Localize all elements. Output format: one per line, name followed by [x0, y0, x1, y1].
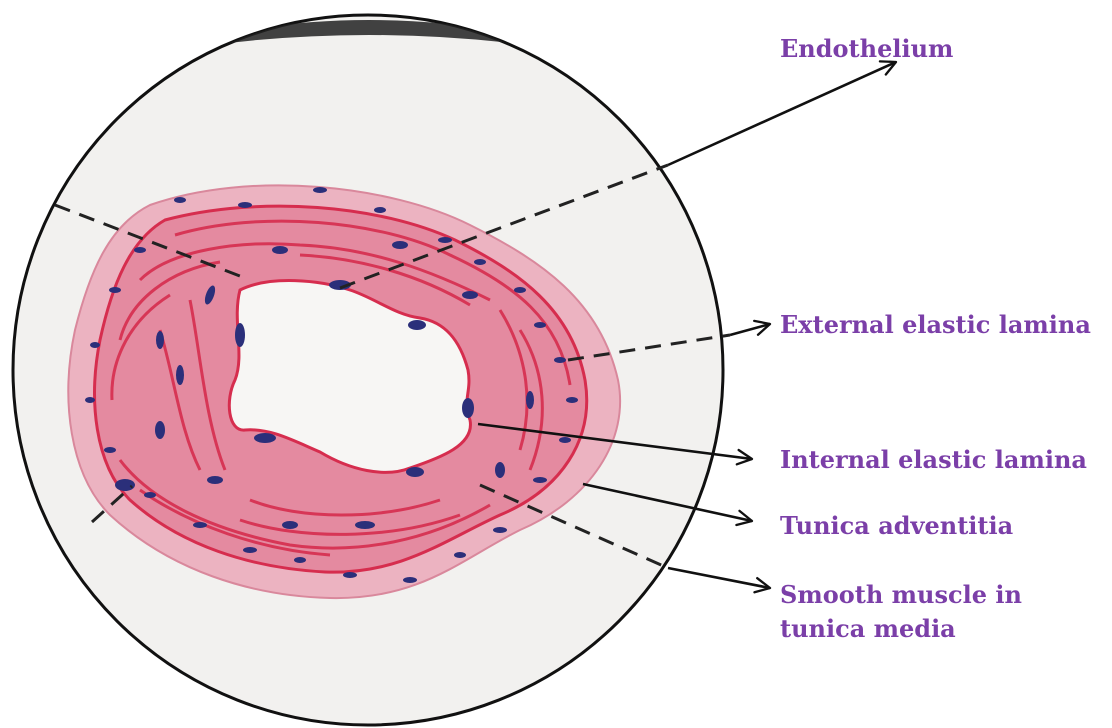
label-endothelium: Endothelium	[780, 32, 953, 66]
label-external-elastic-lamina: External elastic lamina	[780, 308, 1091, 342]
label-internal-elastic-lamina: Internal elastic lamina	[780, 443, 1087, 477]
label-smooth-muscle-line2: tunica media	[780, 612, 1022, 646]
endothelium-arrow	[668, 62, 896, 165]
label-tunica-adventitia: Tunica adventitia	[780, 509, 1013, 543]
label-smooth-muscle: Smooth muscle in tunica media	[780, 578, 1022, 646]
label-smooth-muscle-line1: Smooth muscle in	[780, 578, 1022, 612]
external-elastic-lamina-arrow	[730, 324, 770, 335]
smooth-muscle-arrow	[668, 568, 770, 588]
